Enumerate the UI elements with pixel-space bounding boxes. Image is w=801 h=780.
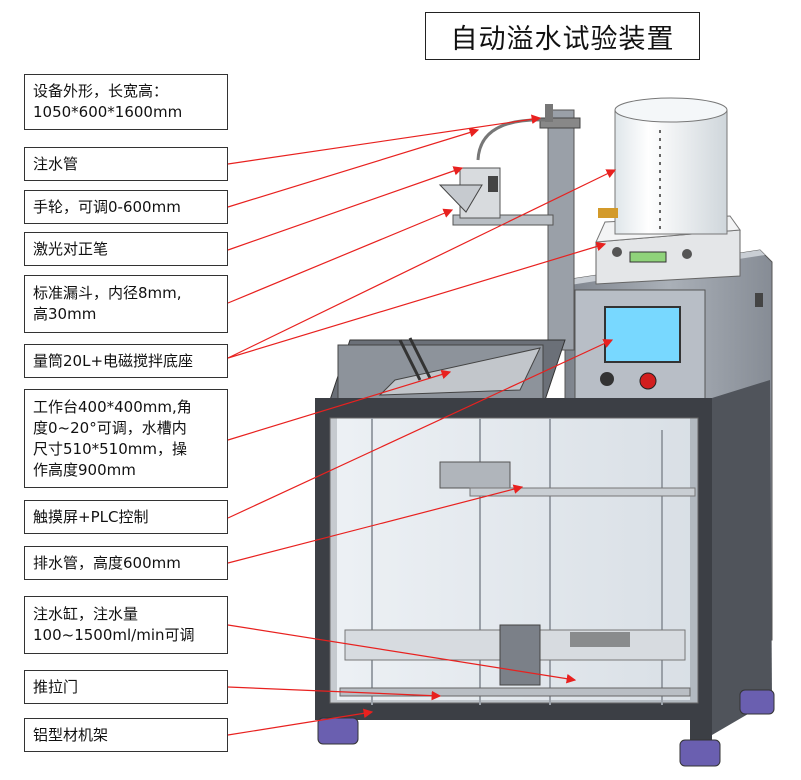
leader-lines: [227, 114, 617, 736]
label-laser-pointer: 激光对正笔: [24, 232, 228, 266]
label-funnel: 标准漏斗，内径8mm, 高30mm: [24, 275, 228, 333]
label-touchscreen-plc: 触摸屏+PLC控制: [24, 500, 228, 534]
label-sliding-door: 推拉门: [24, 670, 228, 704]
label-injection-pipe: 注水管: [24, 147, 228, 181]
label-drain-pipe: 排水管，高度600mm: [24, 546, 228, 580]
label-cylinder-stirrer: 量筒20L+电磁搅拌底座: [24, 344, 228, 378]
caster-wheels: [317, 689, 775, 767]
label-injection-cylinder: 注水缸，注水量 100~1500ml/min可调: [24, 596, 228, 654]
label-dimensions: 设备外形，长宽高： 1050*600*1600mm: [24, 74, 228, 130]
page-title: 自动溢水试验装置: [425, 12, 700, 60]
label-handwheel: 手轮，可调0-600mm: [24, 190, 228, 224]
knob-icon: [600, 372, 614, 386]
emergency-stop-icon: [639, 372, 657, 390]
label-aluminum-frame: 铝型材机架: [24, 718, 228, 752]
label-worktable: 工作台400*400mm,角 度0~20°可调，水槽内 尺寸510*510mm，…: [24, 389, 228, 488]
column-assembly: [438, 104, 581, 351]
touchscreen: [604, 306, 681, 363]
drain-pipe: [469, 487, 696, 497]
water-tank: [329, 337, 566, 401]
graduated-cylinder: [598, 97, 728, 235]
aluminum-frame: [315, 380, 772, 743]
